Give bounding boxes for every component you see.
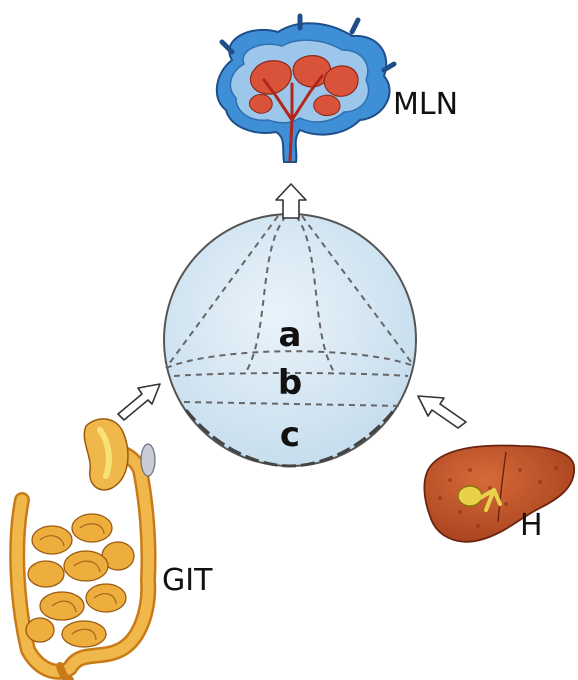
lymph-node-illustration [217,16,394,162]
zone-a-label: a [279,315,302,355]
lymph-node-label: MLN [393,87,458,122]
arrow-from-liver [418,396,466,428]
liver-label: H [520,508,543,543]
liver-illustration [424,446,574,542]
zone-b-label: b [278,363,302,403]
arrow-from-gut [118,384,160,420]
gut-label: GIT [162,563,213,598]
intestine-illustration [17,419,155,680]
arrow-to-lymph-node [276,184,306,218]
zone-c-label: c [280,415,300,455]
